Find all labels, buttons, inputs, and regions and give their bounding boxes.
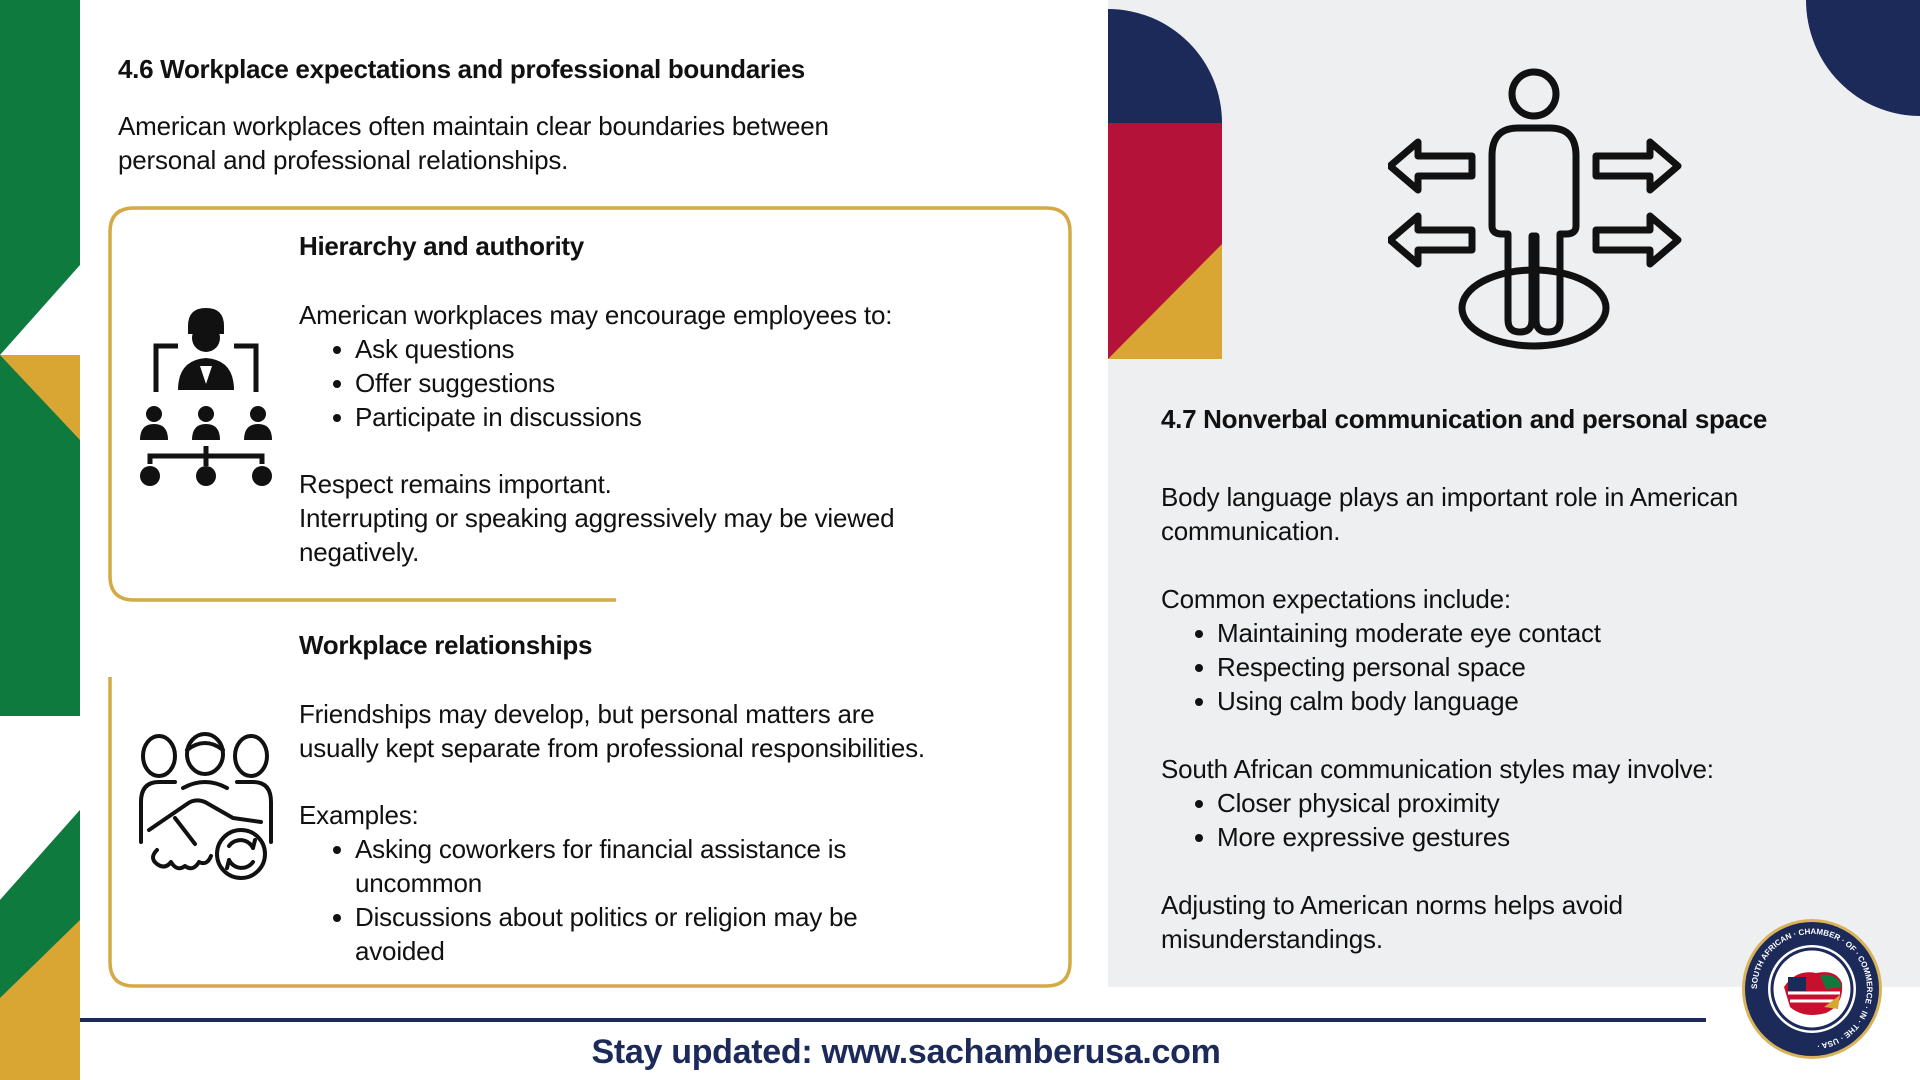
- org-chart-icon: [140, 308, 272, 486]
- hierarchy-lead: American workplaces may encourage employ…: [299, 300, 893, 330]
- relationships-intro: Friendships may develop, but personal ma…: [299, 697, 925, 765]
- section-47-heading: 4.7 Nonverbal communication and personal…: [1161, 404, 1768, 434]
- list-item: Asking coworkers for financial assistanc…: [333, 832, 858, 900]
- list-item: Respecting personal space: [1195, 650, 1601, 684]
- decorative-strip: [0, 0, 80, 1080]
- content-box-outline: [108, 206, 1072, 988]
- list-item: Closer physical proximity: [1195, 786, 1510, 820]
- examples-bullets: Asking coworkers for financial assistanc…: [333, 832, 858, 968]
- right-panel: [1108, 0, 1920, 987]
- section-46-heading: 4.6 Workplace expectations and professio…: [118, 54, 805, 84]
- sa-chamber-logo: SOUTH AFRICAN · CHAMBER · OF · COMMERCE …: [1742, 919, 1882, 1059]
- section-46-intro: American workplaces often maintain clear…: [118, 109, 829, 177]
- personal-space-icon: [1388, 68, 1682, 350]
- closing-line: Adjusting to American norms helps avoid: [1161, 890, 1623, 920]
- intro-line: usually kept separate from professional …: [299, 733, 925, 763]
- corner-circle-decoration: [1806, 0, 1920, 116]
- hierarchy-title: Hierarchy and authority: [299, 231, 584, 261]
- section-47-intro: Body language plays an important role in…: [1161, 480, 1738, 548]
- relationships-title: Workplace relationships: [299, 630, 593, 660]
- intro-line: Friendships may develop, but personal ma…: [299, 699, 875, 729]
- closing-line: misunderstandings.: [1161, 924, 1383, 954]
- warning-line: Interrupting or speaking aggressively ma…: [299, 503, 895, 533]
- footer-website-link[interactable]: Stay updated: www.sachamberusa.com: [591, 1033, 1221, 1071]
- list-item-line: uncommon: [355, 868, 483, 898]
- flag-shape-decoration: [1108, 9, 1222, 359]
- list-item: Maintaining moderate eye contact: [1195, 618, 1601, 648]
- examples-label: Examples:: [299, 800, 419, 830]
- common-bullets: Maintaining moderate eye contact Respect…: [1195, 616, 1601, 718]
- intro-line: American workplaces often maintain clear…: [118, 111, 829, 141]
- hierarchy-respect: Respect remains important. Interrupting …: [299, 467, 895, 569]
- list-item: Offer suggestions: [333, 366, 642, 400]
- intro-line: personal and professional relationships.: [118, 145, 569, 175]
- sa-label: South African communication styles may i…: [1161, 754, 1714, 784]
- list-item: Discussions about politics or religion m…: [333, 900, 858, 968]
- footer-divider: [80, 1018, 1706, 1022]
- handshake-team-icon: [139, 732, 273, 880]
- list-item-line: avoided: [355, 936, 445, 966]
- sa-bullets: Closer physical proximity More expressiv…: [1195, 786, 1510, 854]
- list-item: Participate in discussions: [333, 402, 642, 432]
- intro-line: Body language plays an important role in…: [1161, 482, 1738, 512]
- common-label: Common expectations include:: [1161, 584, 1511, 614]
- warning-line: negatively.: [299, 537, 420, 567]
- list-item-line: Discussions about politics or religion m…: [355, 902, 858, 932]
- list-item: Ask questions: [333, 332, 642, 366]
- section-47-closing: Adjusting to American norms helps avoid …: [1161, 888, 1623, 956]
- list-item: More expressive gestures: [1195, 822, 1510, 852]
- respect-line: Respect remains important.: [299, 469, 612, 499]
- intro-line: communication.: [1161, 516, 1341, 546]
- list-item-line: Asking coworkers for financial assistanc…: [355, 834, 847, 864]
- hierarchy-bullets: Ask questions Offer suggestions Particip…: [333, 332, 642, 434]
- list-item: Using calm body language: [1195, 684, 1601, 718]
